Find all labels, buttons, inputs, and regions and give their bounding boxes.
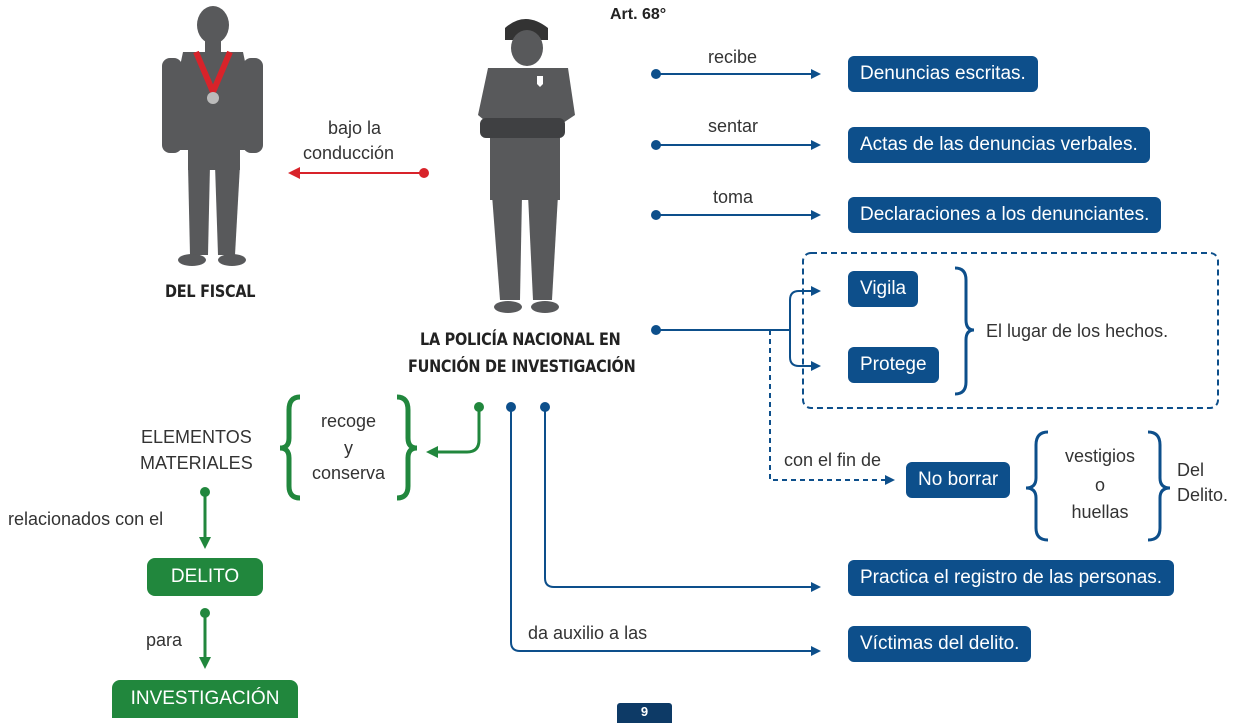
box-actas: Actas de las denuncias verbales. <box>848 127 1150 163</box>
brace-vestigios-right <box>1147 430 1171 542</box>
vestigios-text: vestigios <box>1064 446 1136 466</box>
box-declaraciones: Declaraciones a los denunciantes. <box>848 197 1162 233</box>
action-recibe: recibe <box>708 47 758 67</box>
box-protege: Protege <box>848 347 939 383</box>
arrow-no-borrar <box>769 330 895 485</box>
police-figure <box>478 19 575 313</box>
arrow-recoge <box>426 407 481 458</box>
box-vigila: Vigila <box>848 271 919 307</box>
police-label-line2: FUNCIÓN DE INVESTIGACIÓN <box>408 357 636 377</box>
dot-toma <box>651 210 661 220</box>
action-con-fin: con el fin de <box>784 450 882 470</box>
para-text: para <box>146 630 183 650</box>
dot-lugar <box>651 325 661 335</box>
fiscal-medal <box>193 50 233 104</box>
dot-recoge <box>474 402 484 412</box>
dot-auxilio <box>506 402 516 412</box>
relacionados-text: relacionados con el <box>8 509 164 529</box>
dot-relacionados <box>200 487 210 497</box>
red-dot <box>419 168 429 178</box>
y-text: y <box>344 438 353 458</box>
article-label: Art. 68° <box>610 6 667 23</box>
box-victimas: Víctimas del delito. <box>848 626 1032 662</box>
dot-para <box>200 608 210 618</box>
dot-sentar <box>651 140 661 150</box>
box-delito: DELITO <box>147 558 263 596</box>
box-denuncias: Denuncias escritas. <box>848 56 1038 92</box>
action-toma: toma <box>713 187 754 207</box>
box-registro: Practica el registro de las personas. <box>848 560 1175 596</box>
box-no-borrar: No borrar <box>906 462 1011 498</box>
action-sentar: sentar <box>708 116 759 136</box>
police-badge-icon <box>537 76 543 87</box>
arrow-registro <box>544 407 821 592</box>
arrow-vigila <box>789 286 821 330</box>
arrow-protege <box>789 330 821 371</box>
lugar-text: El lugar de los hechos. <box>986 321 1169 341</box>
o-text: o <box>1094 475 1105 495</box>
delito-end-text: Delito. <box>1177 485 1229 505</box>
brace-lugar <box>954 266 975 396</box>
recoge-text: recoge <box>320 411 377 431</box>
del-text: Del <box>1177 460 1205 480</box>
brace-recoge-left <box>279 394 301 501</box>
dot-recibe <box>651 69 661 79</box>
elementos-text: ELEMENTOS <box>141 427 252 447</box>
page-number: 9 <box>617 703 672 723</box>
box-investigacion: INVESTIGACIÓN <box>112 680 298 718</box>
fiscal-figure <box>162 6 263 266</box>
arrow-auxilio <box>510 407 821 656</box>
bajo-label-line2: conducción <box>303 143 395 163</box>
action-auxilio: da auxilio a las <box>528 623 648 643</box>
materiales-text: MATERIALES <box>140 453 253 473</box>
dashed-group-box <box>802 252 1219 409</box>
brace-recoge-right <box>396 394 418 501</box>
police-label-line1: LA POLICÍA NACIONAL EN <box>420 330 621 350</box>
fiscal-label: DEL FISCAL <box>165 282 256 302</box>
dot-registro <box>540 402 550 412</box>
brace-vestigios-left <box>1025 430 1049 542</box>
conserva-text: conserva <box>311 463 386 483</box>
bajo-label-line1: bajo la <box>328 118 382 138</box>
huellas-text: huellas <box>1071 502 1129 522</box>
